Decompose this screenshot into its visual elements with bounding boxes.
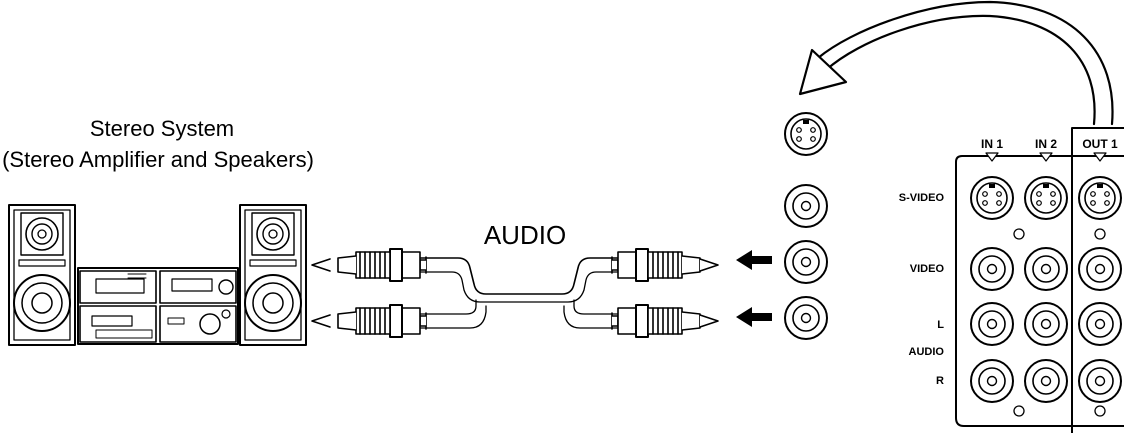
output-jack-column [784,112,828,340]
in1-video-jack [970,247,1014,291]
in1-svideo-jack [970,176,1014,220]
stereo-system-title: Stereo System [90,116,234,141]
audio-cable-label: AUDIO [484,220,566,250]
in1-audio-l-jack [970,302,1014,346]
cable-plug-right-upper [611,248,701,282]
audio-r-jack [784,296,828,340]
row-label-l: L [937,319,944,331]
out1-audio-l-jack [1078,302,1122,346]
row-label-r: R [936,375,944,387]
in2-audio-l-jack [1024,302,1068,346]
svideo-jack [784,112,828,156]
in2-audio-r-jack [1024,359,1068,403]
in1-audio-r-jack [970,359,1014,403]
column-label-out1: OUT 1 [1082,137,1118,151]
out1-audio-r-jack [1078,359,1122,403]
cable-plug-left-lower [337,304,427,338]
video-jack [784,184,828,228]
out1-video-jack [1078,247,1122,291]
out1-svideo-jack [1078,176,1122,220]
amplifier-unit [77,267,239,345]
row-label-svideo: S-VIDEO [899,192,945,204]
column-label-in2: IN 2 [1035,137,1057,151]
cable-plug-right-lower [611,304,701,338]
cable-plug-left-upper [337,248,427,282]
in2-svideo-jack [1024,176,1068,220]
right-speaker [239,204,307,346]
left-speaker [8,204,76,346]
in2-video-jack [1024,247,1068,291]
audio-cable-assembly: AUDIO [311,220,772,338]
av-terminal-panel: IN 1 IN 2 OUT 1 S-VIDEO VIDEO L AUDIO R [899,127,1124,433]
arrow-left-icon [736,307,772,327]
curved-arrow-icon [798,0,1114,126]
audio-l-jack [784,240,828,284]
stereo-system: Stereo System (Stereo Amplifier and Spea… [2,116,314,346]
stereo-system-subtitle: (Stereo Amplifier and Speakers) [2,147,314,172]
arrow-left-icon [736,250,772,270]
column-label-in1: IN 1 [981,137,1003,151]
row-label-audio: AUDIO [909,346,945,358]
row-label-video: VIDEO [910,263,945,275]
